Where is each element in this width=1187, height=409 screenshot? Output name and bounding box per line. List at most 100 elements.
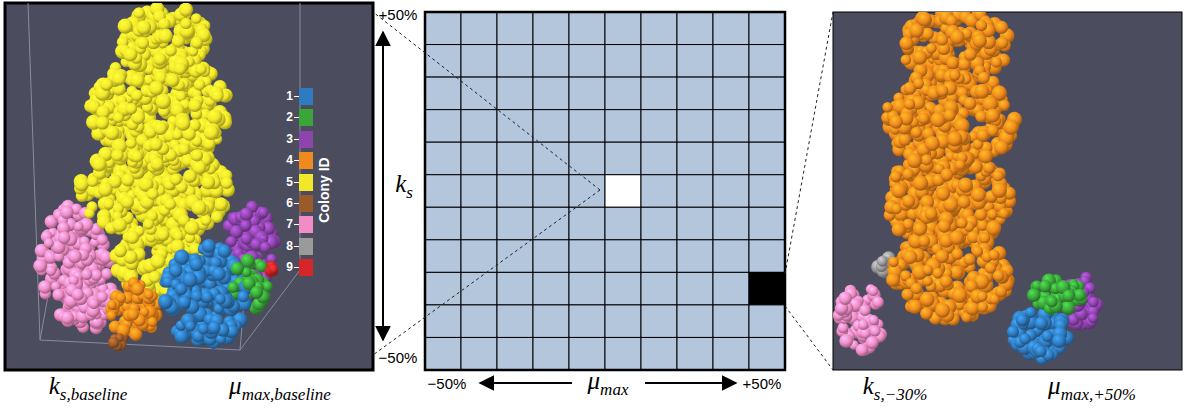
cell-sphere [74, 222, 84, 232]
cell-sphere [121, 173, 134, 186]
cell-sphere [84, 208, 95, 219]
cell-sphere [195, 63, 207, 75]
cell-sphere [121, 195, 134, 208]
cell-sphere [107, 300, 117, 310]
cell-sphere [123, 47, 137, 61]
cell-sphere [237, 291, 249, 303]
cell-sphere [877, 256, 888, 267]
cell-sphere [198, 323, 209, 334]
cell-sphere [147, 317, 157, 327]
cell-sphere [92, 157, 107, 172]
cell-sphere [240, 207, 254, 221]
cell-sphere [130, 73, 144, 87]
cell-sphere [170, 174, 182, 186]
cell-sphere [44, 238, 54, 248]
cell-sphere [103, 198, 114, 209]
cell-sphere [107, 311, 117, 321]
cell-sphere [38, 280, 52, 294]
cell-sphere [174, 62, 187, 75]
colony-layer [881, 12, 1022, 326]
cell-sphere [204, 125, 219, 140]
cell-sphere [131, 283, 144, 296]
cell-sphere [137, 37, 149, 49]
cell-sphere [111, 149, 123, 161]
cell-sphere [126, 231, 139, 244]
cell-sphere [178, 144, 190, 156]
cell-sphere [179, 3, 193, 17]
cell-sphere [158, 294, 173, 309]
cell-sphere [201, 175, 215, 189]
cell-sphere [156, 228, 169, 241]
colony-layer [74, 3, 235, 302]
cell-sphere [221, 177, 233, 189]
cell-sphere [268, 264, 278, 274]
cell-sphere [81, 269, 92, 280]
cell-sphere [153, 53, 166, 66]
cell-sphere [149, 271, 161, 283]
colony-layer [33, 200, 281, 335]
colony-layer [105, 239, 278, 351]
cell-sphere [200, 215, 211, 226]
cell-sphere [191, 200, 206, 215]
cell-sphere [126, 103, 137, 114]
cell-sphere [211, 90, 223, 102]
cell-sphere [165, 45, 177, 57]
cell-sphere [258, 207, 269, 218]
right-render-panel [833, 12, 1182, 370]
cell-sphere [60, 206, 73, 219]
cell-sphere [100, 78, 113, 91]
cell-sphere [155, 94, 170, 109]
cell-sphere [194, 79, 205, 90]
cell-sphere [136, 20, 151, 35]
cell-sphere [262, 281, 273, 292]
cell-sphere [52, 289, 64, 301]
cell-sphere [172, 129, 183, 140]
colony-render-right [833, 12, 1103, 365]
cell-sphere [131, 151, 143, 163]
cell-sphere [87, 176, 98, 187]
cell-sphere [158, 18, 170, 30]
cell-sphere [158, 29, 173, 44]
cell-sphere [214, 197, 228, 211]
cell-sphere [260, 242, 271, 253]
cell-sphere [114, 244, 127, 257]
cell-sphere [98, 182, 113, 197]
colony-layer [871, 251, 1103, 330]
cell-sphere [202, 239, 216, 253]
cell-sphere [144, 290, 154, 300]
left-render-panel [5, 3, 373, 370]
cell-sphere [126, 138, 137, 149]
cell-sphere [150, 157, 163, 170]
cell-sphere [201, 291, 213, 303]
cell-sphere [61, 311, 74, 324]
cell-sphere [250, 286, 263, 299]
cell-sphere [191, 13, 202, 24]
cell-sphere [147, 188, 159, 200]
colony-render-left [33, 3, 281, 351]
cell-sphere [150, 158, 163, 171]
cell-sphere [165, 73, 179, 87]
cell-sphere [97, 291, 108, 302]
cell-sphere [118, 19, 133, 34]
cell-sphere [154, 121, 168, 135]
cell-sphere [150, 138, 163, 151]
cell-sphere [174, 250, 189, 265]
cell-sphere [178, 296, 191, 309]
cell-sphere [91, 269, 103, 281]
cell-sphere [215, 294, 226, 305]
cell-sphere [108, 337, 119, 348]
cell-sphere [127, 308, 139, 320]
box-edge [40, 230, 250, 350]
cell-sphere [88, 298, 99, 309]
cell-sphere [143, 219, 154, 230]
cell-sphere [174, 329, 188, 343]
domain-box-lines [28, 3, 300, 350]
cell-sphere [106, 311, 116, 321]
cell-sphere [207, 109, 222, 124]
cell-sphere [208, 321, 221, 334]
cell-sphere [176, 116, 191, 131]
cell-sphere [191, 37, 203, 49]
cell-sphere [175, 283, 187, 295]
cell-sphere [218, 244, 232, 258]
cell-sphere [150, 253, 165, 268]
